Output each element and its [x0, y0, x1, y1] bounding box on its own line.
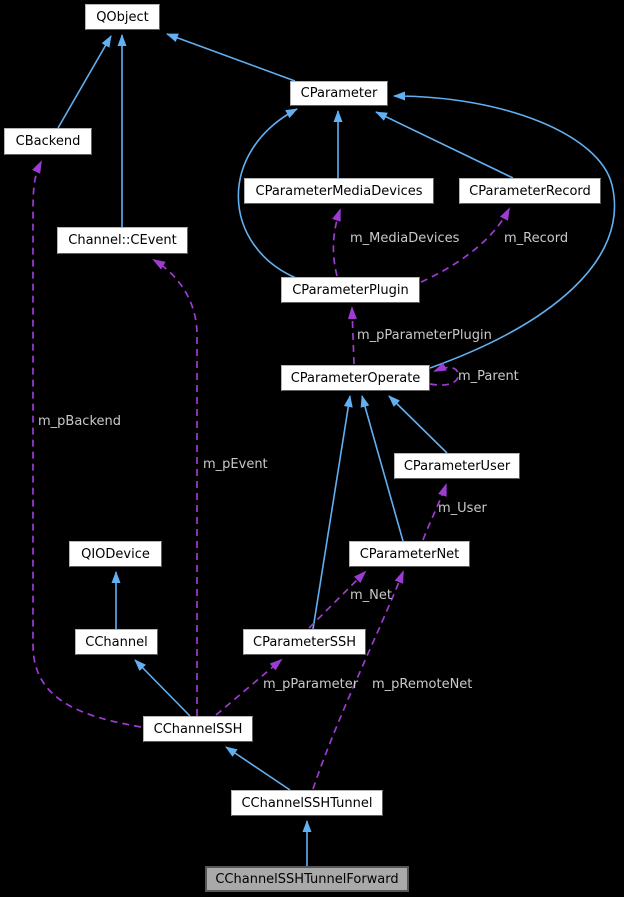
edge-cbackend-qobject: [57, 35, 112, 129]
edge-operate-cparameter: [393, 91, 616, 369]
edge-cparameter-qobject: [166, 33, 296, 82]
edge-user-operate: [388, 395, 448, 454]
edge-mrecord: [409, 207, 510, 288]
edge-plugin-cparameter: [237, 108, 298, 279]
edge-label-m-user: m_User: [438, 501, 487, 516]
class-node-cchannel[interactable]: CChannel: [75, 629, 158, 655]
edge-mpremotenet: [312, 570, 404, 790]
edge-label-m-premotenet: m_pRemoteNet: [372, 677, 473, 692]
edge-net-operate: [360, 395, 404, 542]
class-node-cchannelsshtunnel[interactable]: CChannelSSHTunnel: [231, 790, 383, 816]
class-node-cparameterssh[interactable]: CParameterSSH: [243, 629, 366, 655]
edge-mpparameterplugin: [347, 306, 357, 365]
class-node-cparameteruser[interactable]: CParameterUser: [394, 453, 520, 479]
edge-label-m-pbackend: m_pBackend: [38, 414, 122, 429]
edge-mmediadevices: [332, 208, 341, 277]
edge-mparent-selfloop: [429, 362, 460, 386]
edge-label-m-pparameterplugin: m_pParameterPlugin: [357, 328, 492, 343]
edge-record-cparameter: [375, 111, 514, 179]
edge-label-m-pparameter: m_pParameter: [263, 677, 359, 692]
class-node-qobject[interactable]: QObject: [85, 4, 160, 30]
edge-tunnel-cchannelssh: [225, 746, 291, 791]
edge-mpevent: [152, 258, 198, 716]
edge-muser: [422, 483, 447, 541]
edge-label-m-net: m_Net: [350, 588, 392, 603]
edge-label-m-mediadevices: m_MediaDevices: [350, 231, 460, 246]
class-node-cparameteroperate[interactable]: CParameterOperate: [281, 365, 430, 391]
edge-ssh-operate: [312, 395, 353, 630]
edge-label-m-pevent: m_pEvent: [203, 457, 268, 472]
class-node-cparameter[interactable]: CParameter: [290, 81, 388, 106]
class-node-cparameternet[interactable]: CParameterNet: [349, 541, 470, 567]
edge-cchannelssh-cchannel: [134, 659, 191, 717]
class-node-cparameterplugin[interactable]: CParameterPlugin: [281, 277, 420, 303]
edge-label-m-parent: m_Parent: [458, 369, 519, 384]
class-node-cchannelssh[interactable]: CChannelSSH: [143, 716, 253, 742]
class-node-cchannelsshtunnelforward: CChannelSSHTunnelForward: [205, 866, 409, 892]
class-node-cparametermediadevices[interactable]: CParameterMediaDevices: [244, 178, 434, 204]
class-node-cparameterrecord[interactable]: CParameterRecord: [459, 178, 601, 204]
class-node-cbackend[interactable]: CBackend: [4, 128, 92, 155]
edge-mpbackend: [32, 160, 142, 728]
edge-mpparameter: [215, 658, 283, 716]
edge-label-m-record: m_Record: [504, 231, 569, 246]
class-node-channel-cevent[interactable]: Channel::CEvent: [57, 227, 188, 254]
class-node-qiodevice[interactable]: QIODevice: [69, 541, 162, 567]
edge-mnet: [308, 570, 367, 629]
